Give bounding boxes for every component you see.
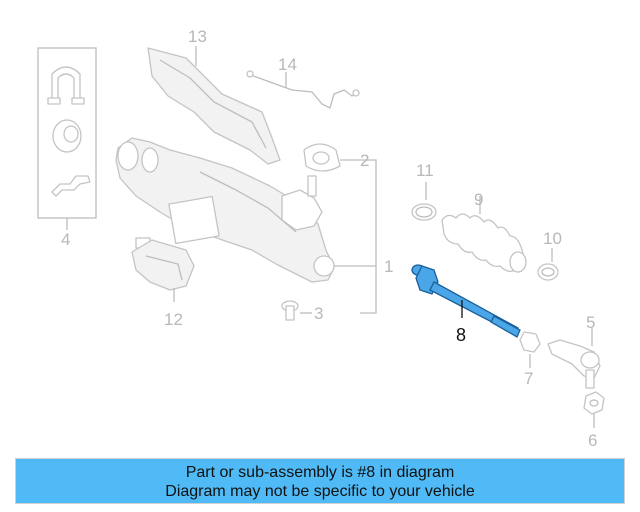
callout-9: 9 <box>474 190 483 209</box>
part-5-tie-rod-end <box>547 328 601 389</box>
callout-3: 3 <box>314 304 323 323</box>
callout-1: 1 <box>384 257 393 276</box>
callout-12: 12 <box>164 310 183 329</box>
part-1-steering-gear <box>115 137 376 283</box>
part-4-bracket-kit <box>37 47 97 230</box>
callout-2: 2 <box>360 151 369 170</box>
part-7-nut <box>519 331 541 368</box>
callout-5: 5 <box>586 313 595 332</box>
banner-line-1: Part or sub-assembly is #8 in diagram <box>185 464 455 481</box>
part-8-inner-tie-rod[interactable] <box>411 264 521 338</box>
part-2-mount-bushing <box>303 143 358 172</box>
info-banner: Part or sub-assembly is #8 in diagram Di… <box>15 458 625 504</box>
callout-bracket <box>358 159 377 314</box>
part-3-bolt <box>281 300 312 321</box>
callout-6: 6 <box>588 431 597 450</box>
callout-14: 14 <box>278 55 297 74</box>
part-12-cover <box>131 239 195 302</box>
part-10-clamp <box>537 248 559 281</box>
callout-4: 4 <box>61 230 70 249</box>
callout-11: 11 <box>416 161 434 180</box>
callout-10: 10 <box>543 229 562 248</box>
part-11-clamp <box>411 182 437 221</box>
banner-line-2: Diagram may not be specific to your vehi… <box>165 483 475 500</box>
part-6-nut <box>583 391 605 428</box>
part-13-heat-shield <box>147 46 281 165</box>
part-9-boot <box>441 196 527 273</box>
part-14-hose <box>246 70 360 109</box>
callout-8[interactable]: 8 <box>456 325 466 345</box>
callout-13: 13 <box>188 27 207 46</box>
callout-7: 7 <box>524 369 533 388</box>
